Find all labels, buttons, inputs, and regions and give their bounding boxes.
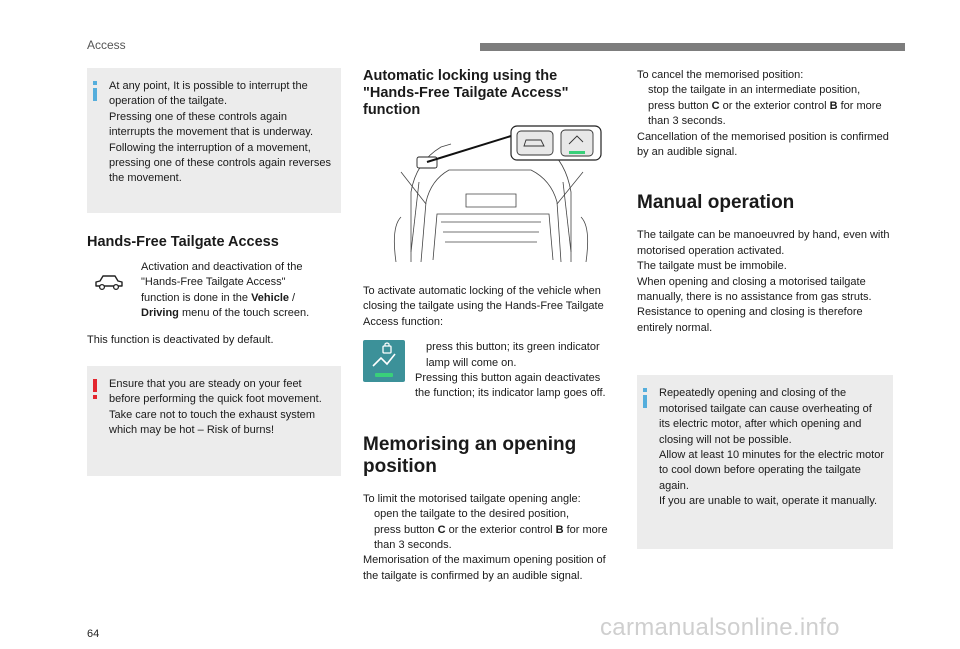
memorise-bullet-2: press button C or the exterior control B… (374, 523, 608, 552)
note-line: Following the interruption of a movement… (109, 141, 331, 185)
cancel-intro: To cancel the memorised position: (637, 69, 804, 81)
info-note-overheating: Repeatedly opening and closing of the mo… (637, 375, 893, 550)
manual-text-block: The tailgate can be manoeuvred by hand, … (637, 228, 893, 336)
section-title: Access (87, 38, 126, 52)
manual-line: The tailgate must be immobile. (637, 260, 787, 273)
section-heading-hands-free: Hands-Free Tailgate Access (87, 234, 279, 250)
activation-text: Activation and deactivation of the "Hand… (141, 261, 310, 320)
section-heading-auto-lock: Automatic locking using the "Hands-Free … (363, 68, 569, 118)
info-icon-stem (643, 395, 647, 409)
cancel-bullet-2: press button C or the exterior control B… (648, 99, 882, 128)
default-state-text: This function is deactivated by default. (87, 333, 274, 346)
limit-intro: To limit the motorised tailgate opening … (363, 492, 581, 505)
manual-line: The tailgate can be manoeuvred by hand, … (637, 229, 890, 257)
foot-lock-icon (372, 342, 396, 367)
watermark: carmanualsonline.info (600, 614, 840, 641)
car-icon (95, 275, 123, 291)
warning-icon-dot (93, 395, 97, 400)
press-again-text: Pressing this button again deactivates t… (415, 372, 606, 400)
manual-line: When opening and closing a motorised tai… (637, 275, 872, 334)
column-middle: Automatic locking using the "Hands-Free … (363, 68, 617, 584)
info-icon (643, 388, 647, 393)
note-line: Allow at least 10 minutes for the electr… (659, 448, 884, 492)
info-icon-stem (93, 88, 97, 101)
column-right: To cancel the memorised position: stop t… (637, 68, 893, 550)
press-button-block: press this button; its green indicator l… (363, 340, 617, 402)
section-heading-manual: Manual operation (637, 192, 795, 214)
warning-line: Ensure that you are steady on your feet … (109, 378, 322, 406)
warning-icon (93, 379, 97, 393)
tailgate-illustration (393, 125, 602, 263)
warning-line: Take care not to touch the exhaust syste… (109, 408, 316, 437)
note-line: If you are unable to wait, operate it ma… (659, 495, 878, 508)
note-line: Pressing one of these controls again int… (109, 110, 314, 139)
green-indicator-lamp (375, 373, 393, 378)
cancel-bullet-1: stop the tailgate in an intermediate pos… (648, 84, 861, 97)
info-icon (93, 81, 97, 85)
note-line: Repeatedly opening and closing of the mo… (659, 387, 872, 446)
press-text-block: press this button; its green indicator l… (415, 340, 615, 402)
memorise-bullet-1: open the tailgate to the desired positio… (374, 508, 570, 521)
info-note-interrupt: At any point, It is possible to interrup… (87, 68, 341, 213)
hands-free-lock-button-icon (363, 340, 405, 383)
section-header-bar (480, 43, 905, 51)
page-number: 64 (87, 628, 100, 640)
cancel-confirm-text: Cancellation of the memorised position i… (637, 130, 889, 159)
press-bullet: press this button; its green indicator l… (426, 341, 600, 369)
auto-lock-intro: To activate automatic locking of the veh… (363, 285, 604, 328)
memorise-confirm-text: Memorisation of the maximum opening posi… (363, 554, 606, 582)
note-line: At any point, It is possible to interrup… (109, 80, 308, 108)
column-left: At any point, It is possible to interrup… (87, 68, 341, 477)
section-heading-memorising: Memorising an opening position (363, 433, 577, 477)
activation-block: Activation and deactivation of the "Hand… (87, 260, 341, 322)
warning-note: Ensure that you are steady on your feet … (87, 366, 341, 477)
